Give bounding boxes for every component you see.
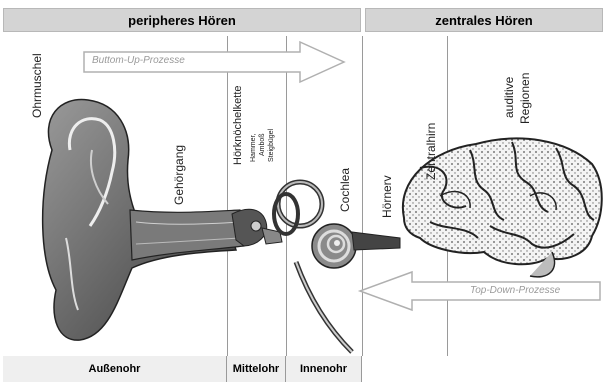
- footer-inner-label: Innenohr: [300, 363, 347, 375]
- label-amboss: Amboß: [259, 133, 267, 156]
- label-hammer: Hammer,: [250, 134, 258, 162]
- bottom-up-label: Buttom-Up-Prozesse: [92, 55, 185, 66]
- footer-inner-ear: Innenohr: [286, 356, 362, 382]
- label-auditive: auditive: [502, 77, 516, 118]
- label-hoernerv: Hörnerv: [380, 175, 394, 218]
- label-regionen: Regionen: [518, 73, 532, 124]
- label-zentralhirn: Zentralhirn: [424, 123, 438, 180]
- footer-outer-ear: Außenohr: [3, 356, 227, 382]
- label-hoerknoechelkette: Hörknöchelkette: [232, 86, 244, 166]
- label-gehoergang: Gehörgang: [172, 145, 186, 205]
- top-down-label: Top-Down-Prozesse: [470, 285, 560, 296]
- footer-middle-ear: Mittelohr: [227, 356, 286, 382]
- label-ohrmuschel: Ohrmuschel: [30, 53, 44, 118]
- label-cochlea: Cochlea: [338, 168, 352, 212]
- footer-middle-label: Mittelohr: [233, 363, 279, 375]
- label-steigbuegel: Steigbügel: [268, 129, 276, 162]
- footer-outer-label: Außenohr: [89, 363, 141, 375]
- auditory-nerve-shape: [352, 232, 400, 250]
